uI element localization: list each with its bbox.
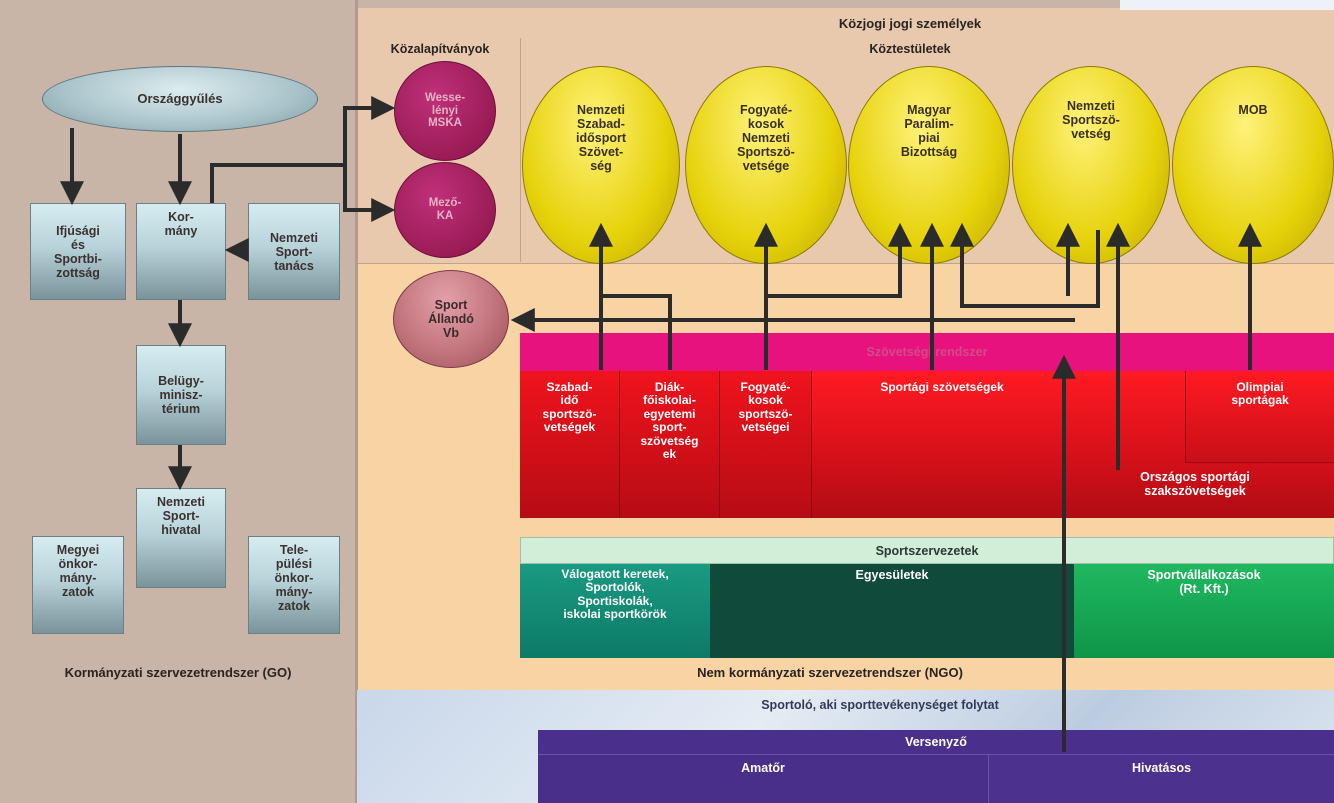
go-caption: Kormányzati szervezetrendszer (GO) — [64, 664, 292, 680]
parliament-node: Országgyűlés — [42, 66, 318, 132]
arrow-government-foundations — [210, 96, 396, 203]
arrow-student-link — [601, 294, 672, 370]
student-federation-cell: Diák- főiskolai- egyetemi sport- szövets… — [620, 371, 720, 518]
top-logo — [1120, 0, 1334, 10]
national-sport-federation-node: Nemzeti Sportszö- vetség — [1012, 66, 1170, 264]
olympic-sports-cell: Olimpiai sportágak — [1185, 371, 1334, 463]
sport-federations-cell: Sportági szövetségek — [880, 380, 1004, 394]
bodies-label: Köztestületek — [869, 42, 951, 56]
mezo-foundation-node: Mező- KA — [394, 162, 496, 258]
ngo-caption: Nem kormányzati szervezetrendszer (NGO) — [697, 664, 963, 680]
public-law-area — [357, 8, 1334, 264]
leisure-federations-cell: Szabad- idő sportszö- vetségek — [520, 371, 620, 518]
foundations-divider — [520, 38, 521, 262]
athlete-caption: Sportoló, aki sporttevékenységet folytat — [761, 698, 999, 712]
sport-organizations-header: Sportszervezetek — [520, 537, 1334, 564]
national-branch-federations-cell: Országos sportági szakszövetségek — [1140, 470, 1250, 498]
professional-cell: Hivatásos — [988, 754, 1334, 803]
disabled-federations-cell: Fogyaté- kosok sportszö- vetségei — [720, 371, 812, 518]
federation-system-header: Szövetségi rendszer — [520, 333, 1334, 371]
arrow-paralympic-1 — [766, 222, 912, 298]
youth-sport-committee-box: Ifjúsági és Sportbi- zottság — [30, 203, 126, 300]
local-governments-box: Tele- pülési önkor- mány- zatok — [248, 536, 340, 634]
county-governments-box: Megyei önkor- mány- zatok — [32, 536, 124, 634]
arrow-paralympic-3 — [950, 222, 1100, 308]
national-teams-cell: Válogatott keretek, Sportolók, Sportisko… — [520, 564, 710, 658]
national-sport-office-box: Nemzeti Sport- hivatal — [136, 488, 226, 588]
amateur-cell: Amatőr — [538, 754, 988, 803]
clubs-cell: Egyesületek — [710, 564, 1074, 658]
sport-companies-cell: Sportvállalkozások (Rt. Kft.) — [1074, 564, 1334, 658]
wesselenyi-foundation-node: Wesse- lényi MSKA — [394, 61, 496, 161]
public-law-header: Közjogi jogi személyek — [838, 15, 982, 31]
foundations-label: Közalapítványok — [390, 42, 490, 56]
arrow-government-mezo — [343, 165, 396, 222]
interior-ministry-box: Belügy- minisz- térium — [136, 345, 226, 445]
competitor-header: Versenyző — [538, 730, 1334, 754]
national-sport-council-box: Nemzeti Sport- tanács — [248, 203, 340, 300]
sport-standing-committee-node: Sport Állandó Vb — [393, 270, 509, 368]
go-ngo-divider — [355, 0, 358, 803]
